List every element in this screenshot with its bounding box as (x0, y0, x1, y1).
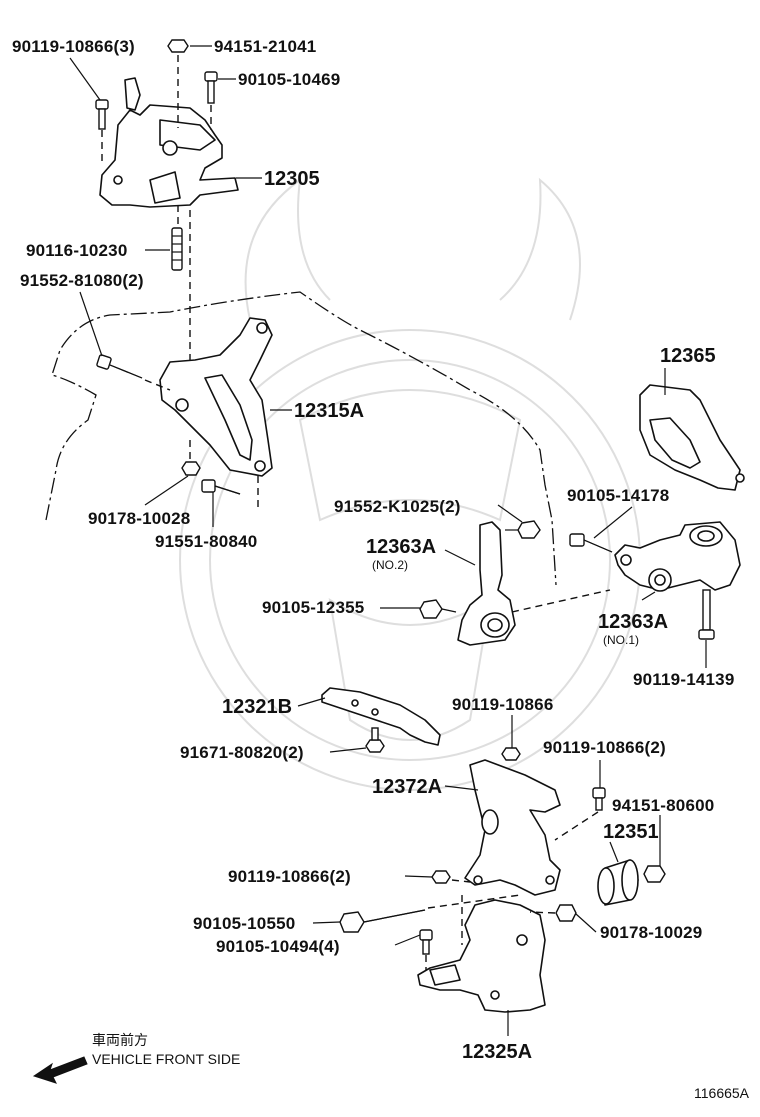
label-90119-10866-3: 90119-10866(3) (12, 37, 135, 56)
bolt-90119-10866-top (95, 99, 109, 130)
label-no2: (NO.2) (372, 558, 408, 572)
label-12365: 12365 (660, 345, 716, 367)
label-90178-10029: 90178-10029 (600, 923, 702, 942)
leader-lines (69, 45, 707, 1036)
bolt-91551-80840 (201, 479, 241, 495)
bolt-90119-10866-mid (501, 747, 521, 761)
label-90178-10028: 90178-10028 (88, 509, 190, 528)
bolt-91552-81080 (96, 354, 143, 379)
stud-90116-10230 (171, 227, 183, 271)
nut-94151-21041 (167, 39, 189, 53)
label-90119-14139: 90119-14139 (633, 670, 734, 689)
label-90105-12355: 90105-12355 (262, 598, 364, 617)
part-12363A-no2 (457, 521, 516, 646)
part-12372A-bracket (464, 759, 561, 896)
vehicle-front-indicator: 車両前方 VEHICLE FRONT SIDE (32, 1032, 240, 1084)
label-90119-10866-2b: 90119-10866(2) (228, 867, 351, 886)
part-12325A-lower-bracket (417, 899, 546, 1013)
label-94151-21041: 94151-21041 (214, 37, 316, 56)
label-90105-10469: 90105-10469 (238, 70, 340, 89)
label-12325A: 12325A (462, 1041, 532, 1063)
part-12315A-bracket (159, 317, 273, 477)
nut-94151-80600 (643, 865, 666, 883)
label-91552-K1025-2: 91552-K1025(2) (334, 497, 461, 516)
label-12372A: 12372A (372, 776, 442, 798)
label-90105-10550: 90105-10550 (193, 914, 295, 933)
label-90119-10866-2a: 90119-10866(2) (543, 738, 666, 757)
label-no1: (NO.1) (603, 633, 639, 647)
label-12305: 12305 (264, 168, 320, 190)
label-90116-10230: 90116-10230 (26, 241, 127, 260)
part-12351-bushing (597, 859, 639, 906)
bolt-90105-10494 (419, 929, 433, 955)
part-12363A-no1 (614, 521, 741, 592)
bolt-90105-10469 (204, 71, 218, 104)
bolt-90105-10550 (339, 909, 426, 933)
front-arrow-icon (32, 1056, 88, 1084)
label-90119-10866: 90119-10866 (452, 695, 553, 714)
figure-id: 116665A (694, 1085, 750, 1101)
bolt-90119-10866-2b (431, 870, 451, 884)
label-12363A-no1: 12363A (598, 611, 668, 633)
label-90105-14178: 90105-14178 (567, 486, 669, 505)
nut-90178-10028 (181, 461, 201, 476)
bolt-90119-14139 (698, 589, 715, 640)
label-91552-81080-2: 91552-81080(2) (20, 271, 144, 290)
direction-label-en: VEHICLE FRONT SIDE (92, 1051, 240, 1067)
nut-90178-10029 (555, 904, 577, 922)
part-labels: 90119-10866(3) 94151-21041 90105-10469 1… (12, 37, 734, 1063)
label-94151-80600: 94151-80600 (612, 796, 714, 815)
direction-label-jp: 車両前方 (92, 1032, 148, 1048)
label-91551-80840: 91551-80840 (155, 532, 257, 551)
bolt-90105-12355 (419, 599, 457, 619)
bolt-90105-14178 (569, 533, 613, 553)
engine-outline (45, 291, 557, 586)
part-12365-cover (639, 384, 745, 491)
label-91671-80820-2: 91671-80820(2) (180, 743, 304, 762)
part-12321B-plate (321, 687, 441, 746)
label-12363A-no2: 12363A (366, 536, 436, 558)
label-90105-10494-4: 90105-10494(4) (216, 937, 340, 956)
label-12315A: 12315A (294, 400, 364, 422)
part-12305-upper-mount (99, 77, 239, 208)
bolt-91552-K1025 (505, 520, 541, 539)
bolt-90119-10866-2a (592, 787, 606, 811)
label-12321B: 12321B (222, 696, 292, 718)
label-12351: 12351 (603, 821, 659, 843)
bolt-91671-80820 (365, 727, 385, 753)
